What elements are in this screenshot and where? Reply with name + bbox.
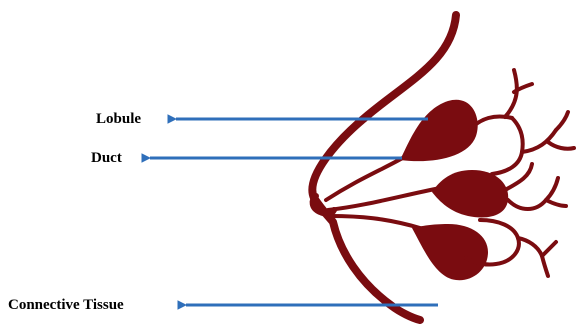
lobule-upper	[400, 100, 478, 161]
duct-middle	[328, 188, 440, 210]
duct-lower	[330, 216, 420, 228]
label-duct: Duct	[91, 151, 122, 166]
label-lobule: Lobule	[96, 112, 141, 127]
lobule-lower	[412, 224, 488, 280]
label-connective-tissue: Connective Tissue	[8, 298, 124, 313]
duct-upper	[326, 156, 406, 200]
lobule-middle	[432, 170, 508, 217]
